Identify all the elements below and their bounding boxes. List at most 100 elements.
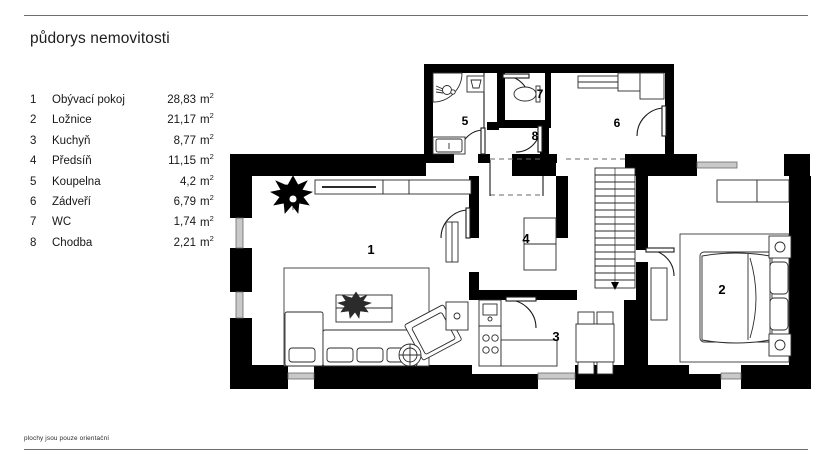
legend-number: 3 xyxy=(30,134,37,147)
bedroom-pillows xyxy=(769,261,789,331)
bedroom-wardrobe-top xyxy=(716,179,790,203)
room-label-6: 6 xyxy=(614,116,621,130)
legend-area-value: 8,77 xyxy=(173,134,196,147)
door-wc xyxy=(502,73,530,101)
page-title: půdorys nemovitosti xyxy=(30,30,170,47)
bathroom-sink-corner xyxy=(432,72,463,103)
door-entry-vestibule xyxy=(636,105,667,137)
legend-row: 3 Kuchyň 8,77 m2 xyxy=(28,129,214,149)
legend-area-unit: m2 xyxy=(200,111,214,127)
legend-number: 1 xyxy=(30,93,37,106)
legend-number: 7 xyxy=(30,216,37,229)
legend-area-value: 28,83 xyxy=(167,93,196,106)
disclaimer-note: plochy jsou pouze orientační xyxy=(24,435,110,442)
livingroom-shelf xyxy=(314,179,472,195)
legend-room-name: Předsíň xyxy=(52,155,92,168)
room-label-7: 7 xyxy=(537,87,544,101)
legend-number: 5 xyxy=(30,175,37,188)
legend-row: 7 WC 1,74 m2 xyxy=(28,211,214,231)
legend-row: 1 Obývací pokoj 28,83 m2 xyxy=(28,88,214,108)
window-bottom-kitchen xyxy=(537,372,576,380)
legend-area-unit: m2 xyxy=(200,131,214,147)
room-label-1: 1 xyxy=(367,242,374,257)
legend-area-unit: m2 xyxy=(200,172,214,188)
room-label-5: 5 xyxy=(462,114,469,128)
window-bottom-livingroom xyxy=(287,372,315,380)
legend-room-name: WC xyxy=(52,216,72,229)
opening-dashed-lines xyxy=(490,158,628,196)
kitchen-counter xyxy=(500,339,558,367)
legend-area-unit: m2 xyxy=(200,233,214,249)
furniture-layer xyxy=(269,72,792,375)
wc-toilet xyxy=(513,85,541,103)
bedroom-nightstand-top xyxy=(768,235,792,259)
kitchen-chair-tr xyxy=(596,311,614,325)
hall-wardrobe xyxy=(523,217,557,271)
vestibule-closet-mid xyxy=(617,72,641,92)
legend-area-value: 2,21 xyxy=(173,236,196,249)
window-left-upper xyxy=(235,217,244,249)
legend-room-name: Obývací pokoj xyxy=(52,93,125,106)
legend-area-unit: m2 xyxy=(200,152,214,168)
legend-room-name: Zádveří xyxy=(52,195,91,208)
legend-room-name: Chodba xyxy=(52,236,93,249)
door-bathroom xyxy=(459,127,486,155)
bedroom-nightstand-bottom xyxy=(768,333,792,357)
livingroom-sofa xyxy=(288,329,418,367)
vestibule-closet-left xyxy=(577,75,619,89)
livingroom-sofa-chaise xyxy=(284,311,324,367)
livingroom-rug xyxy=(283,267,430,367)
doors-layer xyxy=(440,73,675,329)
window-top-bedroom xyxy=(696,161,738,169)
windows-layer xyxy=(235,161,742,380)
bedroom-carpet xyxy=(679,233,790,363)
legend-area-unit: m2 xyxy=(200,193,214,208)
legend-area-value: 4,2 xyxy=(180,175,196,188)
window-bottom-bedroom xyxy=(720,372,742,380)
legend-number: 2 xyxy=(30,114,37,127)
legend-area-value: 6,79 xyxy=(173,195,196,208)
door-livingroom xyxy=(440,207,471,239)
legend-area-unit: m2 xyxy=(200,91,214,106)
room-label-2: 2 xyxy=(718,282,725,297)
header-divider xyxy=(24,15,808,16)
livingroom-side-table xyxy=(398,343,422,367)
legend-room-name: Koupelna xyxy=(52,175,101,188)
walls-layer xyxy=(230,64,811,389)
room-number-labels: 1 2 3 4 5 6 7 8 xyxy=(367,87,725,344)
legend-number: 4 xyxy=(30,155,37,168)
bathroom-washer xyxy=(466,75,485,93)
legend-area-value: 1,74 xyxy=(173,216,196,229)
door-kitchen xyxy=(505,296,537,329)
legend-row: 4 Předsíň 11,15 m2 xyxy=(28,149,214,169)
legend-row: 2 Ložnice 21,17 m2 xyxy=(28,108,214,128)
legend-area-value: 21,17 xyxy=(167,114,196,127)
kitchen-chair-tl xyxy=(577,311,595,325)
legend-row: 8 Chodba 2,21 m2 xyxy=(28,231,214,251)
kitchen-chair-br xyxy=(596,361,614,375)
stairs-direction-arrow xyxy=(611,282,619,290)
bedroom-shelf-left xyxy=(650,267,668,321)
hall-cabinet-left xyxy=(445,221,459,263)
hall-shoe-cabinet xyxy=(445,301,469,331)
legend-number: 8 xyxy=(30,236,37,249)
legend-area-value: 11,15 xyxy=(168,155,196,168)
door-hallway-8 xyxy=(515,125,543,153)
vestibule-closet-right xyxy=(639,72,665,100)
footer-divider xyxy=(24,449,808,450)
livingroom-plant xyxy=(269,175,314,214)
bathroom-bathtub xyxy=(432,136,466,155)
kitchen-dining-table xyxy=(575,323,615,363)
legend-room-name: Kuchyň xyxy=(52,134,91,147)
room-label-3: 3 xyxy=(552,329,559,344)
room-label-8: 8 xyxy=(532,129,539,143)
legend-row: 6 Zádveří 6,79 m2 xyxy=(28,190,214,210)
legend-number: 6 xyxy=(30,195,37,208)
kitchen-sink xyxy=(478,299,502,327)
door-bedroom xyxy=(645,247,675,277)
kitchen-chair-bl xyxy=(577,361,595,375)
legend-row: 5 Koupelna 4,2 m2 xyxy=(28,170,214,190)
opening-corridor-edges xyxy=(489,160,544,196)
legend-area-unit: m2 xyxy=(200,213,214,229)
